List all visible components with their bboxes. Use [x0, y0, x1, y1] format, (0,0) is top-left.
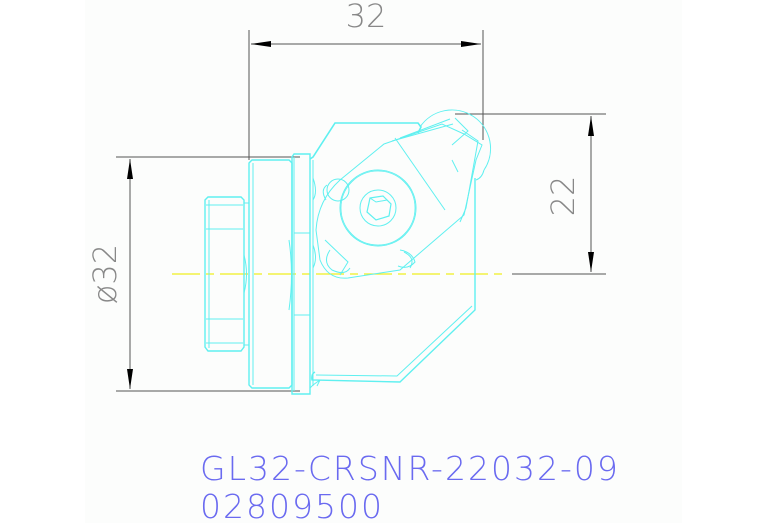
dimension-width-32: [248, 30, 484, 160]
part-number-line1: GL32-CRSNR-22032-09: [200, 449, 620, 488]
dimension-height-label: 22: [544, 176, 582, 217]
part-outline: [204, 109, 491, 395]
body-block: [291, 122, 476, 395]
clamp-body: [315, 117, 483, 279]
dimension-height-22: [455, 113, 606, 275]
part-number-line2: 02809500: [200, 487, 384, 526]
dimension-diameter-label: ø32: [86, 244, 124, 304]
drawing-sheet: [85, 0, 682, 523]
dimension-width-label: 32: [346, 0, 387, 35]
roller-outline: [419, 109, 491, 171]
screw-head: [339, 169, 417, 247]
dimension-diameter-32: [116, 156, 300, 392]
